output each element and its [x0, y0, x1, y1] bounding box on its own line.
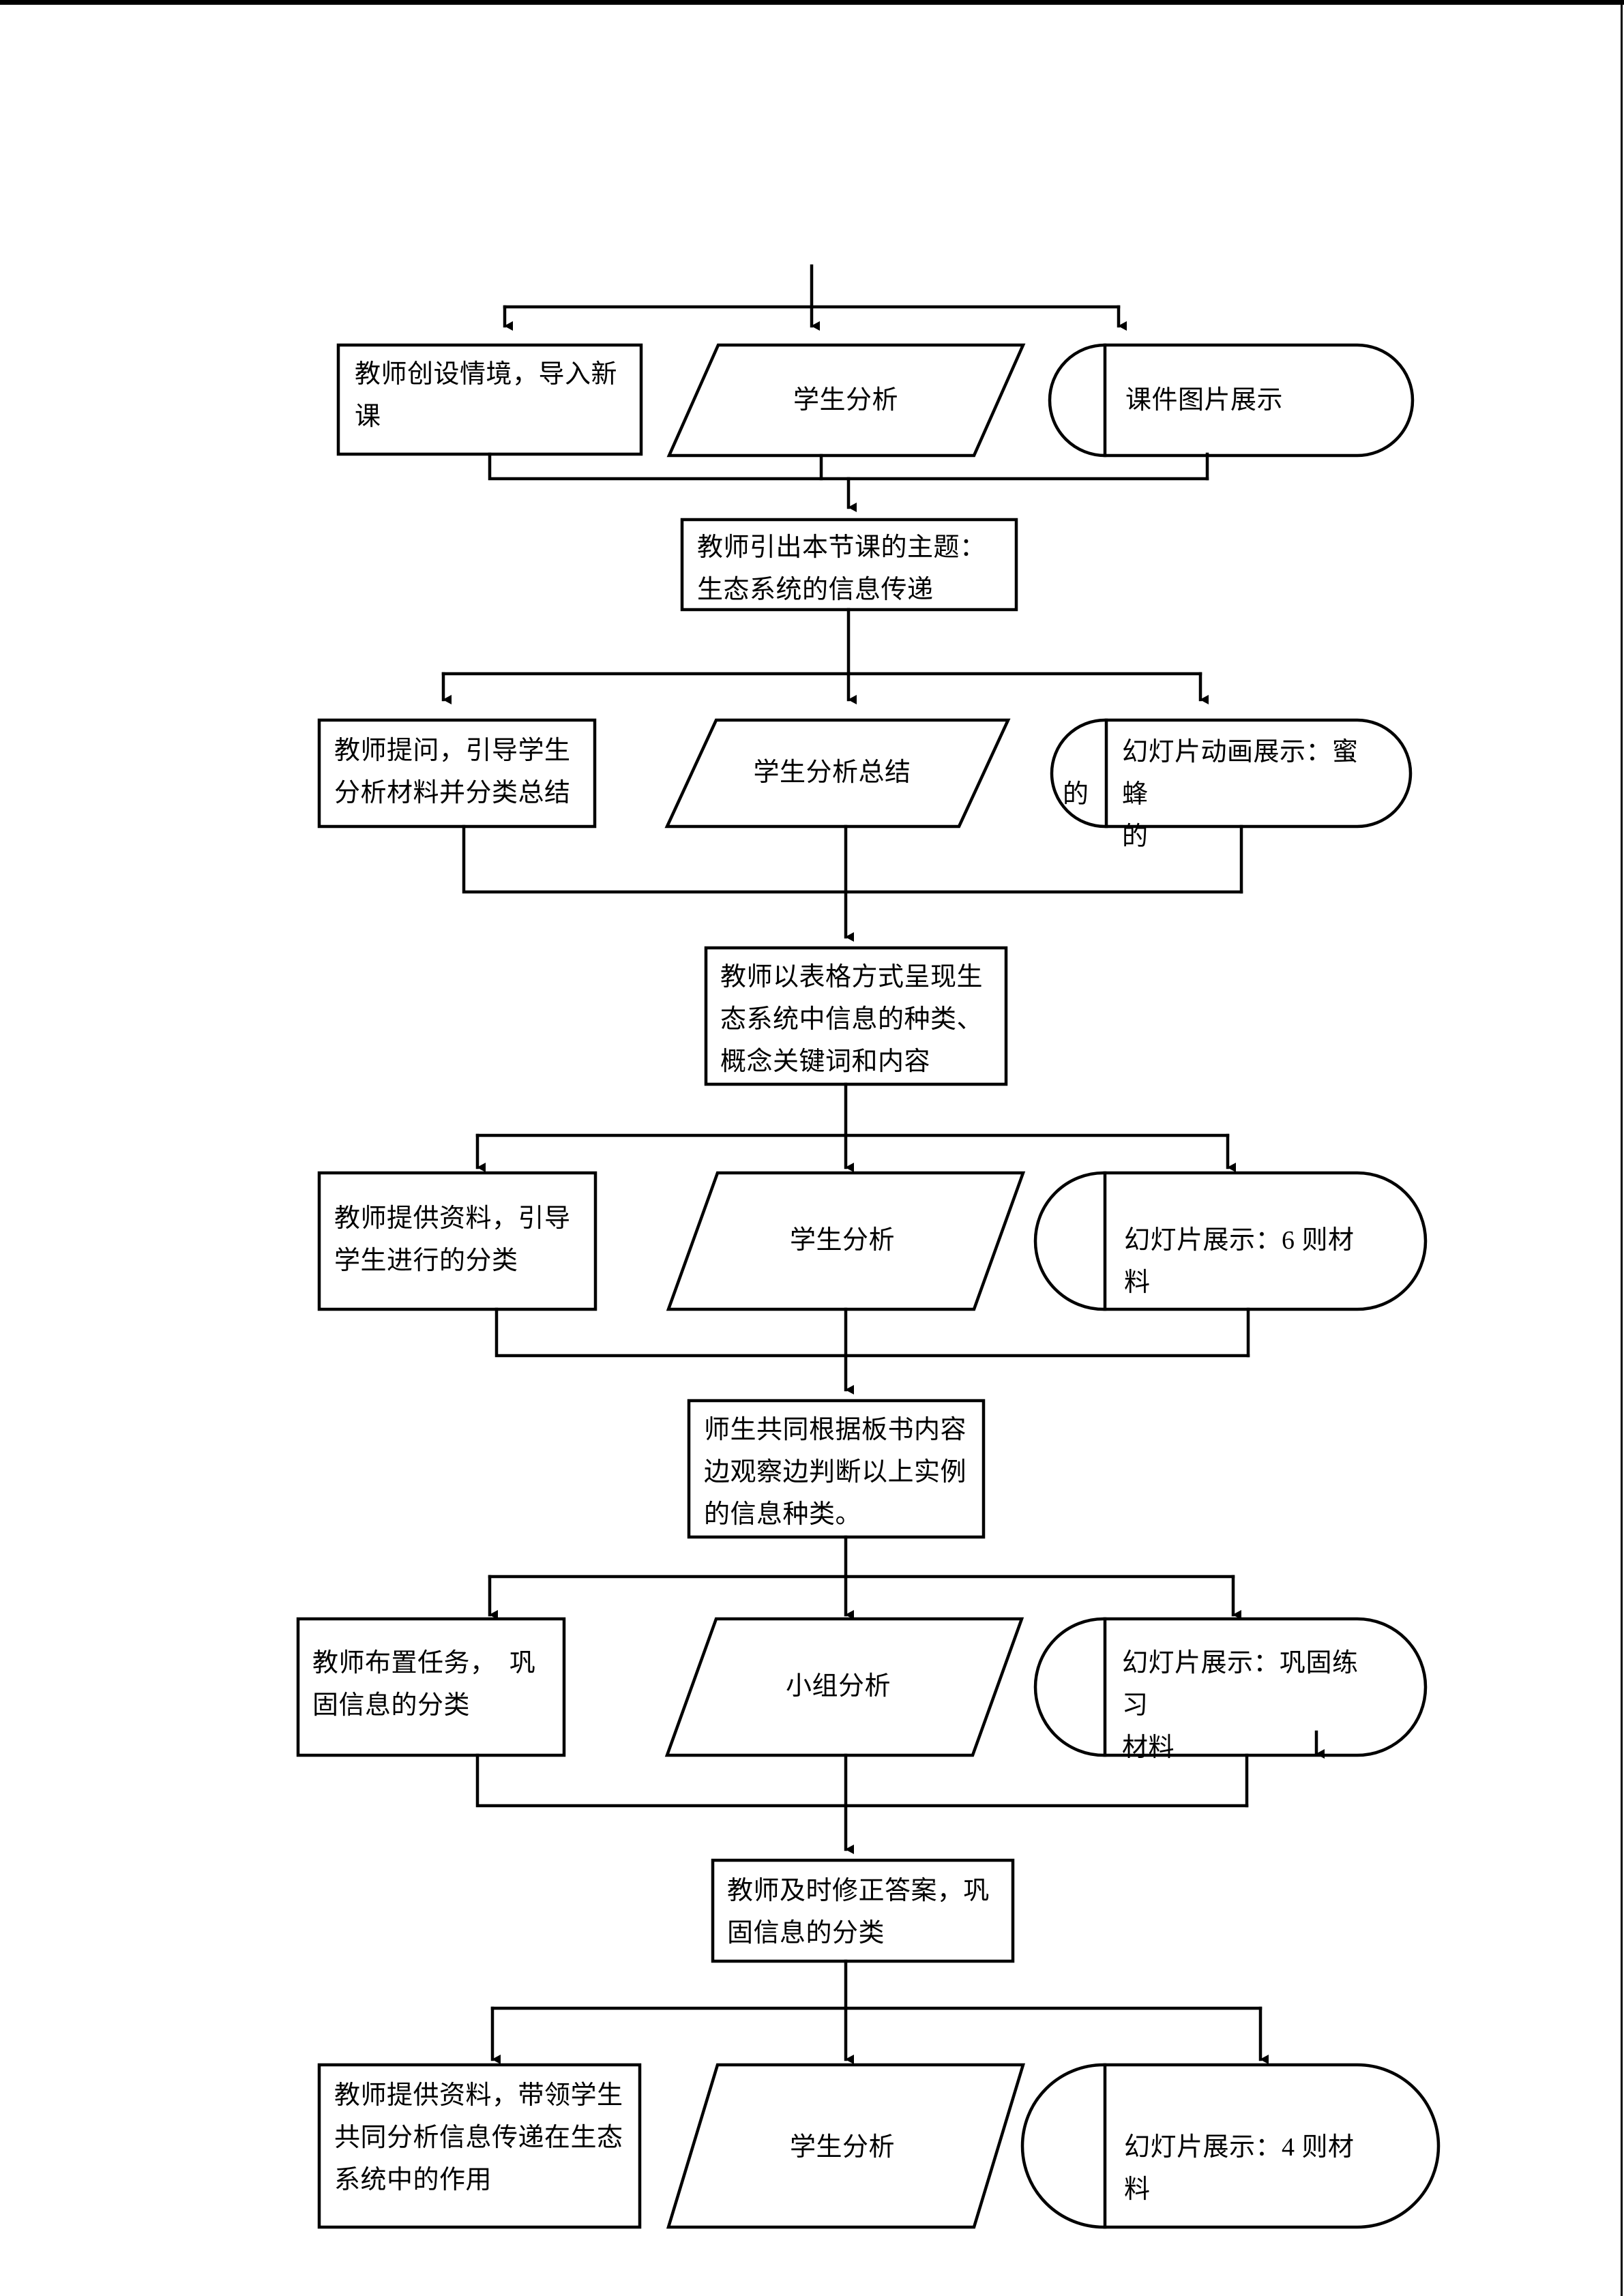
- shape-student-row5: [666, 1171, 1026, 1311]
- shape-media-row9: [1020, 2063, 1441, 2229]
- bus-row7-left: [475, 1753, 1249, 1808]
- shape-merge2: [704, 946, 1008, 1086]
- shape-media-row1: [1048, 343, 1415, 458]
- bus-row1-left: [488, 452, 1209, 481]
- shape-student-row3: [664, 718, 1011, 829]
- shape-media-row5: [1033, 1171, 1428, 1311]
- shape-teacher-row5: [317, 1171, 597, 1311]
- page-border-top: [0, 0, 1624, 5]
- bus-row3-left: [462, 824, 1243, 894]
- shape-merge1: [680, 518, 1018, 612]
- shape-merge3: [687, 1399, 986, 1539]
- page-border-right: [1621, 0, 1623, 2296]
- shape-teacher-row1: [336, 343, 643, 456]
- bus-row5-left: [494, 1307, 1250, 1358]
- shape-student-row1: [666, 343, 1026, 458]
- shape-student-row7: [664, 1617, 1024, 1757]
- shape-student-row9: [666, 2063, 1026, 2229]
- shape-teacher-row7: [296, 1617, 566, 1757]
- shape-teacher-row9: [317, 2063, 642, 2229]
- shape-merge4: [711, 1858, 1015, 1963]
- shape-media-row3: [1050, 718, 1413, 829]
- shape-media-row7: [1033, 1617, 1428, 1757]
- shape-teacher-row3: [317, 718, 597, 829]
